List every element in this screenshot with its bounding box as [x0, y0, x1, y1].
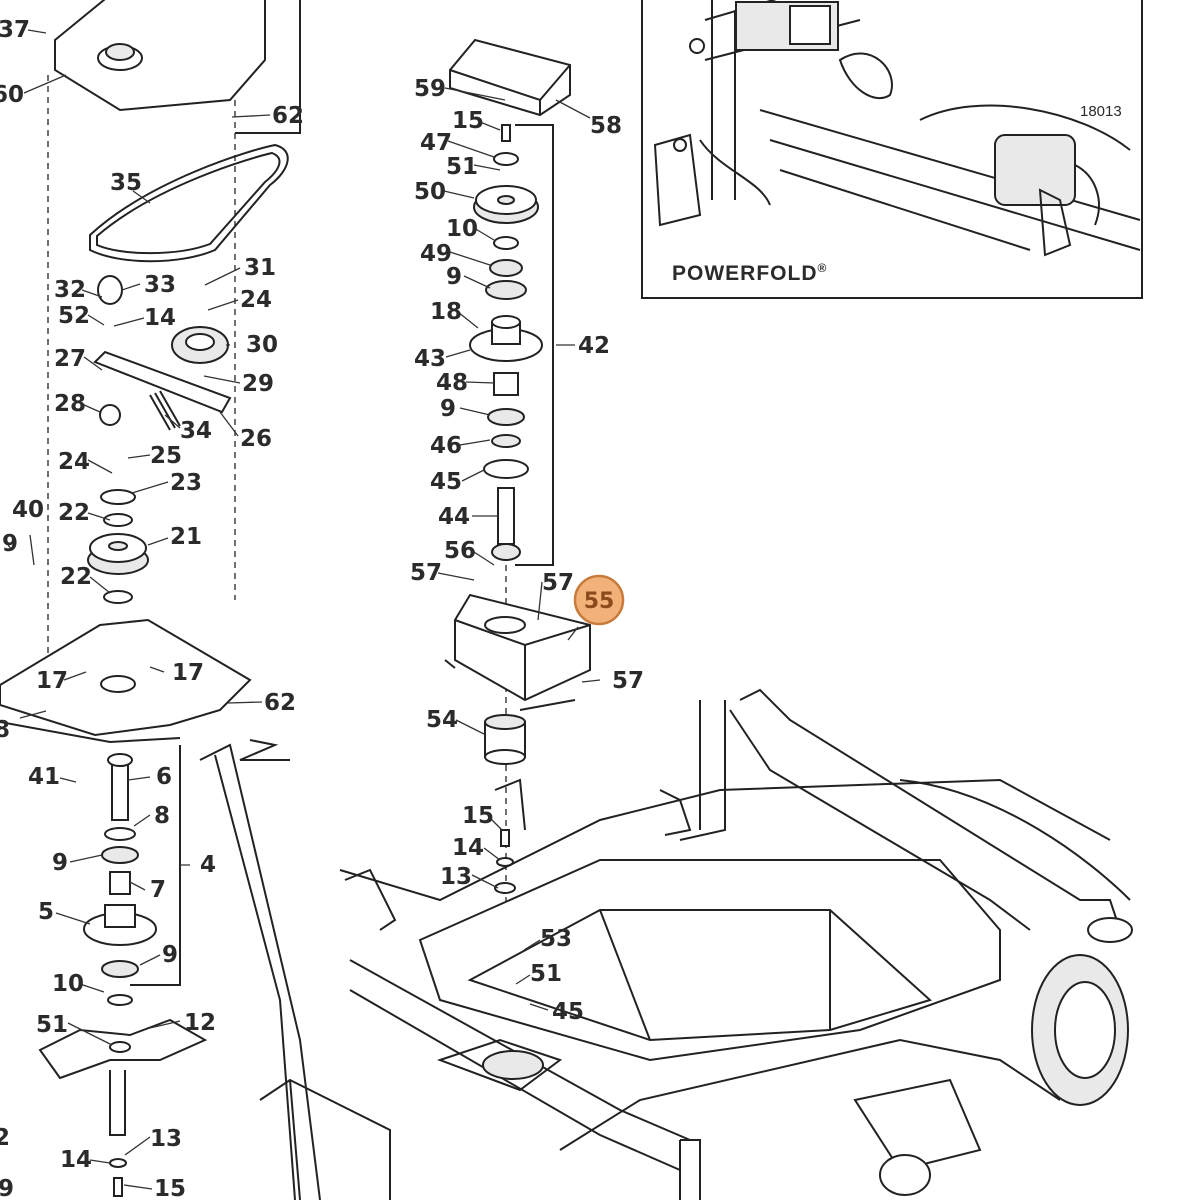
callout-32: 32 — [54, 277, 86, 303]
callout-13: 13 — [150, 1126, 182, 1152]
callout-14b: 14 — [60, 1147, 92, 1173]
callout-35: 35 — [110, 170, 142, 196]
callout-29: 29 — [242, 371, 274, 397]
callout-22b: 22 — [60, 564, 92, 590]
callout-57c: 57 — [612, 668, 644, 694]
callout-25: 25 — [150, 443, 182, 469]
callout-14d: 14 — [452, 835, 484, 861]
callout-27: 27 — [54, 346, 86, 372]
highlight-circle[interactable] — [573, 574, 625, 626]
callout-52: 52 — [58, 303, 90, 329]
callout-26: 26 — [240, 426, 272, 452]
highlighted-callout-55[interactable]: 55 — [573, 574, 625, 626]
callout-9c: 9 — [446, 264, 462, 290]
callout-50: 50 — [414, 179, 446, 205]
callout-8a: 8 — [0, 717, 10, 743]
callout-33: 33 — [144, 272, 176, 298]
callout-18: 18 — [430, 299, 462, 325]
callout-58: 58 — [590, 113, 622, 139]
callout-60: 60 — [0, 82, 24, 108]
callout-34: 34 — [180, 418, 212, 444]
callout-62b: 62 — [264, 690, 296, 716]
callout-2: 2 — [0, 1125, 10, 1151]
center-spindle-assembly — [444, 38, 591, 1014]
callout-47: 47 — [420, 130, 452, 156]
callout-24: 24 — [240, 287, 272, 313]
callout-28: 28 — [54, 391, 86, 417]
callout-56: 56 — [444, 538, 476, 564]
callout-9b: 9 — [162, 942, 178, 968]
callout-49: 49 — [420, 241, 452, 267]
callout-46: 46 — [430, 433, 462, 459]
registered-mark: ® — [818, 261, 828, 275]
callout-41: 41 — [28, 764, 60, 790]
callout-59: 59 — [414, 76, 446, 102]
callout-10c: 10 — [446, 216, 478, 242]
callout-15: 15 — [154, 1176, 186, 1200]
callout-45d: 45 — [552, 999, 584, 1025]
callout-17b: 17 — [172, 660, 204, 686]
callout-57b: 57 — [542, 570, 574, 596]
powerfold-brand: POWERFOLD — [672, 262, 818, 285]
callout-15c: 15 — [452, 108, 484, 134]
callout-labels: 37 60 62 35 31 32 33 24 52 14 30 27 29 2… — [0, 17, 644, 1200]
callout-54: 54 — [426, 707, 458, 733]
callout-19: 19 — [0, 1176, 14, 1200]
highlight-label: 55 — [584, 589, 615, 614]
callout-31: 31 — [244, 255, 276, 281]
callout-14: 14 — [144, 305, 176, 331]
callout-51d: 51 — [530, 961, 562, 987]
callout-23: 23 — [170, 470, 202, 496]
callout-29b: 29 — [0, 531, 18, 557]
callout-45: 45 — [430, 469, 462, 495]
callout-17a: 17 — [36, 668, 68, 694]
left-housing-assembly — [0, 0, 301, 1197]
callout-10: 10 — [52, 971, 84, 997]
powerfold-inset: 18013 POWERFOLD® — [641, 0, 1143, 299]
callout-40: 40 — [12, 497, 44, 523]
callout-9a: 9 — [52, 850, 68, 876]
callout-4: 4 — [200, 852, 216, 878]
callout-51c: 51 — [446, 154, 478, 180]
callout-13d: 13 — [440, 864, 472, 890]
callout-7: 7 — [150, 877, 166, 903]
inset-frame — [641, 0, 1143, 299]
callout-15d: 15 — [462, 803, 494, 829]
callout-53: 53 — [540, 926, 572, 952]
callout-42: 42 — [578, 333, 610, 359]
callout-9d: 9 — [440, 396, 456, 422]
callout-6: 6 — [156, 764, 172, 790]
callout-37: 37 — [0, 17, 30, 43]
callout-leaders — [7, 29, 601, 1190]
callout-21: 21 — [170, 524, 202, 550]
callout-51: 51 — [36, 1012, 68, 1038]
callout-12: 12 — [184, 1010, 216, 1036]
callout-24b: 24 — [58, 449, 90, 475]
callout-22: 22 — [58, 500, 90, 526]
callout-62: 62 — [272, 103, 304, 129]
callout-43: 43 — [414, 346, 446, 372]
callout-30: 30 — [246, 332, 278, 358]
callout-8b: 8 — [154, 803, 170, 829]
callout-57a: 57 — [410, 560, 442, 586]
svg-text:POWERFOLD®: POWERFOLD® — [672, 261, 827, 285]
callout-48: 48 — [436, 370, 468, 396]
callout-5: 5 — [38, 899, 54, 925]
callout-44: 44 — [438, 504, 470, 530]
mower-deck-assembly — [199, 688, 1133, 1200]
inset-code: 18013 — [1080, 103, 1122, 120]
